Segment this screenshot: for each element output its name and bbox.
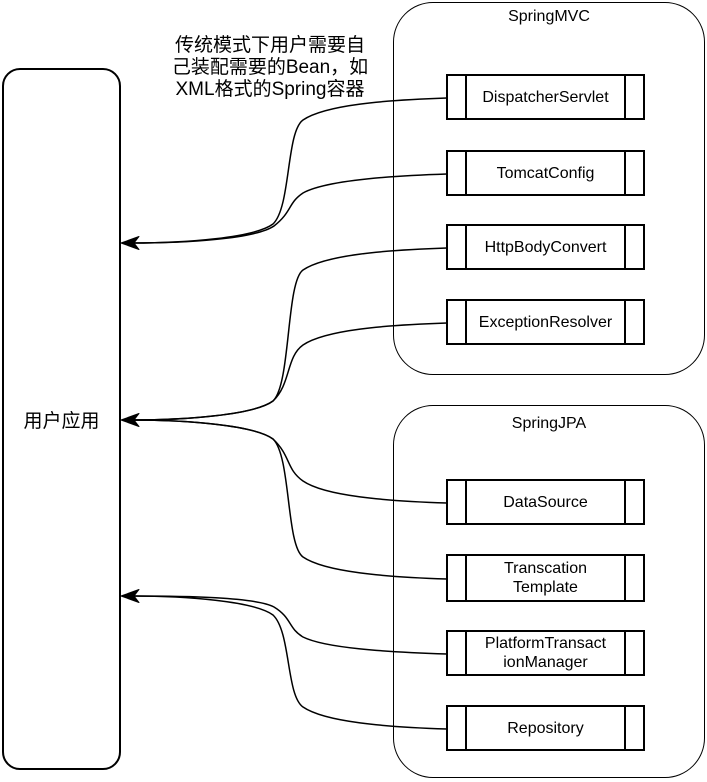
component-divider-icon [624,301,626,343]
component-divider-icon [465,226,467,268]
component-label: Repository [507,719,584,737]
component-dispatcherservlet: DispatcherServlet [446,74,645,120]
component-label: DataSource [503,493,588,511]
user-app-label: 用户应用 [23,410,100,432]
annotation-line: 己装配需要的Bean，如 [171,57,369,78]
component-tomcatconfig: TomcatConfig [446,150,645,196]
component-divider-icon [624,481,626,523]
arrowhead-icon [120,589,140,603]
springjpa-group: SpringJPA DataSource Transcation Templat… [393,405,705,778]
component-repository: Repository [446,705,645,751]
component-datasource: DataSource [446,479,645,525]
component-divider-icon [465,152,467,194]
component-label: Transcation Template [504,560,587,596]
annotation-line: 传统模式下用户需要自 [174,35,365,56]
component-divider-icon [624,76,626,118]
component-divider-icon [465,707,467,749]
springmvc-group: SpringMVC DispatcherServlet TomcatConfig… [393,2,705,375]
component-label: ExceptionResolver [478,313,613,331]
component-divider-icon [465,76,467,118]
annotation-line: XML格式的Spring容器 [175,79,365,100]
arrowhead-icon [120,413,140,427]
component-label: HttpBodyConvert [484,238,607,256]
component-divider-icon [465,632,467,674]
component-httpbodyconvert: HttpBodyConvert [446,224,645,270]
component-label: DispatcherServlet [482,88,609,106]
arrowhead-icon [120,236,140,250]
component-divider-icon [624,152,626,194]
component-divider-icon [465,481,467,523]
component-transcation-template: Transcation Template [446,554,645,602]
component-divider-icon [624,632,626,674]
component-platformtransactionmanager: PlatformTransact ionManager [446,630,645,676]
component-label: PlatformTransact ionManager [484,635,607,671]
component-divider-icon [465,301,467,343]
component-divider-icon [624,556,626,600]
springmvc-group-title: SpringMVC [508,8,590,25]
component-exceptionresolver: ExceptionResolver [446,299,645,345]
component-divider-icon [624,707,626,749]
component-label: TomcatConfig [496,164,595,182]
annotation-text: 传统模式下用户需要自 己装配需要的Bean，如 XML格式的Spring容器 [153,35,387,101]
component-divider-icon [624,226,626,268]
component-divider-icon [465,556,467,600]
springjpa-group-title: SpringJPA [511,415,587,432]
user-app-node: 用户应用 [2,68,121,770]
